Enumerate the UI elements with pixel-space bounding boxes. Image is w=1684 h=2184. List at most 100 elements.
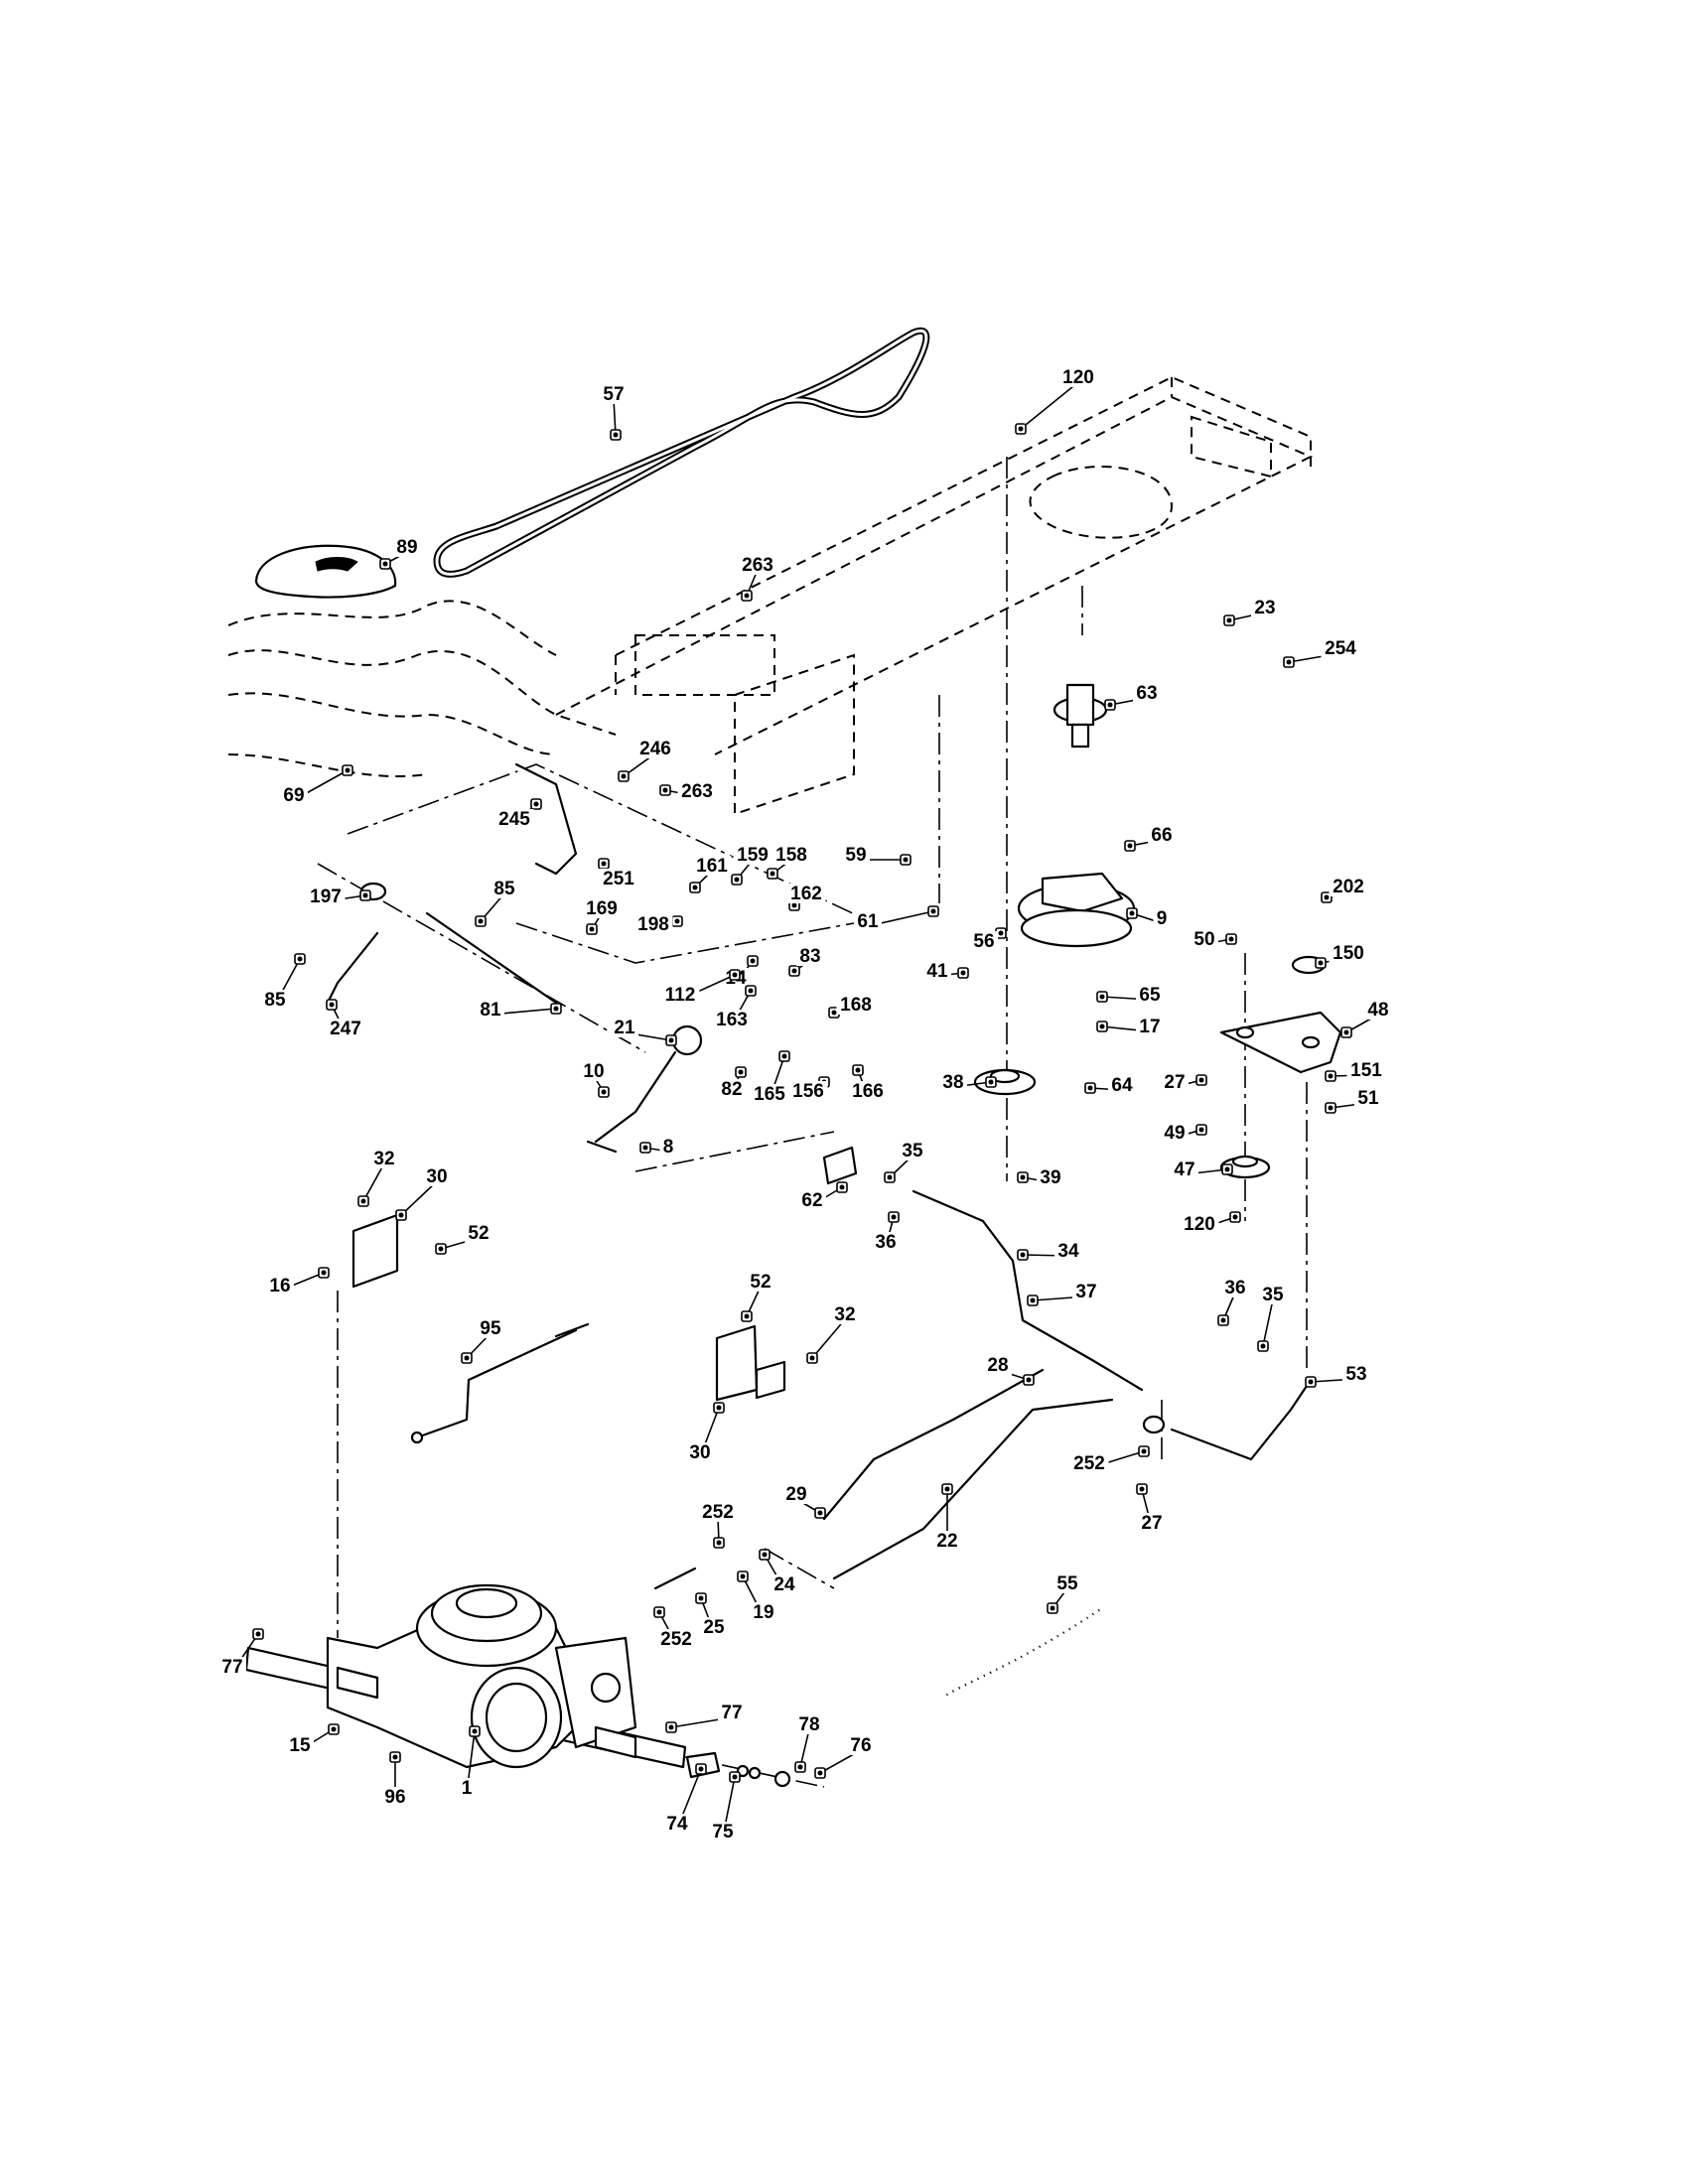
callout-120: 120 [1180, 1211, 1241, 1235]
callout-target [891, 1214, 897, 1220]
callout-label-background [1037, 1167, 1064, 1187]
callout-target [692, 885, 698, 890]
callout-165: 165 [750, 1050, 790, 1105]
callout-17: 17 [1096, 1017, 1164, 1037]
callout-target [732, 1774, 738, 1780]
spring-25 [653, 1567, 697, 1590]
callout-21: 21 [611, 1018, 677, 1046]
callout-number: 23 [1254, 598, 1275, 618]
callout-156: 156 [788, 1076, 830, 1102]
callout-36: 36 [1217, 1278, 1249, 1326]
callout-63: 63 [1104, 683, 1161, 711]
idler-bracket [1219, 1011, 1342, 1074]
callout-number: 112 [665, 985, 696, 1006]
callout-target [744, 1313, 750, 1319]
callout-number: 158 [775, 845, 807, 866]
callout-number: 85 [264, 990, 286, 1011]
callout-target [1141, 1448, 1147, 1454]
callout-label-background [698, 1502, 738, 1522]
idler-pulley [973, 1068, 1037, 1096]
callout-label-background [1069, 1453, 1109, 1473]
callout-label-background [1136, 1017, 1164, 1036]
callout-label-background [656, 1629, 696, 1649]
callout-label-background [599, 869, 638, 888]
callout-number: 198 [637, 914, 669, 935]
callout-target [781, 1053, 787, 1059]
callout-label-background [798, 1190, 826, 1210]
callout-number: 21 [614, 1018, 635, 1038]
callout-label-background [306, 887, 346, 906]
callout-target [744, 593, 750, 599]
callout-number: 15 [289, 1735, 311, 1756]
callout-number: 27 [1164, 1072, 1185, 1093]
callout-target [1129, 910, 1135, 916]
callout-label-background [1180, 1214, 1219, 1234]
callout-number: 9 [1157, 908, 1168, 929]
callout-number: 156 [792, 1081, 824, 1102]
callout-number: 30 [426, 1166, 447, 1187]
drive-belt [433, 327, 930, 578]
callout-label-background [1054, 1241, 1082, 1261]
callout-number: 52 [468, 1223, 489, 1244]
callout-number: 65 [1139, 985, 1161, 1006]
callout-number: 34 [1057, 1241, 1079, 1262]
callout-32: 32 [806, 1304, 859, 1364]
callout-label-background [1133, 683, 1161, 703]
callout-label-background [1259, 1285, 1287, 1304]
callout-163: 163 [712, 985, 757, 1030]
callout-target [738, 1069, 744, 1075]
callout-252: 252 [698, 1502, 738, 1549]
callout-target [360, 1198, 366, 1204]
callout-number: 10 [583, 1061, 604, 1082]
callout-target [589, 926, 595, 932]
callout-29: 29 [782, 1484, 826, 1519]
callout-35: 35 [884, 1141, 926, 1183]
callout-number: 32 [373, 1149, 394, 1169]
callout-number: 161 [696, 856, 728, 877]
callout-label-background [1354, 1088, 1382, 1108]
callout-target [668, 1037, 674, 1043]
callout-target [1026, 1377, 1032, 1383]
callout-target [817, 1770, 823, 1776]
callout-target [1308, 1379, 1314, 1385]
callout-161: 161 [689, 856, 732, 893]
callout-number: 81 [480, 1000, 501, 1021]
callout-target [762, 1552, 768, 1558]
callout-number: 35 [902, 1141, 923, 1161]
callout-number: 77 [721, 1703, 742, 1723]
callout-number: 159 [737, 845, 769, 866]
callout-label-background [1346, 1060, 1386, 1080]
callout-label-background [266, 1276, 294, 1296]
callout-label-background [326, 1019, 365, 1038]
callout-target [392, 1754, 398, 1760]
callout-169: 169 [582, 898, 622, 935]
callout-target [1018, 426, 1024, 432]
callout-leader [1262, 1298, 1274, 1347]
callout-number: 36 [1224, 1278, 1245, 1298]
callout-number: 96 [384, 1787, 405, 1808]
callout-16: 16 [266, 1267, 330, 1297]
callout-target [732, 972, 738, 978]
callout-target [797, 1764, 803, 1770]
callout-target [533, 801, 539, 807]
callout-number: 19 [753, 1602, 773, 1623]
callout-label-background [831, 1304, 859, 1324]
callout-76: 76 [814, 1735, 875, 1779]
callout-number: 30 [689, 1442, 710, 1463]
callout-15: 15 [286, 1723, 340, 1756]
callout-label-background [692, 856, 732, 876]
return-spring [941, 1606, 1104, 1700]
callout-number: 16 [269, 1276, 290, 1297]
callout-target [621, 773, 627, 779]
callout-label-background [393, 537, 421, 557]
callout-label-background [939, 1072, 967, 1092]
callout-number: 120 [1184, 1214, 1215, 1235]
callout-112: 112 [660, 969, 741, 1006]
callout-number: 83 [799, 946, 820, 967]
callout-label-background [1136, 985, 1164, 1005]
callout-number: 166 [852, 1081, 884, 1102]
callout-label-background [458, 1778, 476, 1798]
callout-target [770, 871, 775, 877]
callout-label-background [1072, 1282, 1100, 1301]
